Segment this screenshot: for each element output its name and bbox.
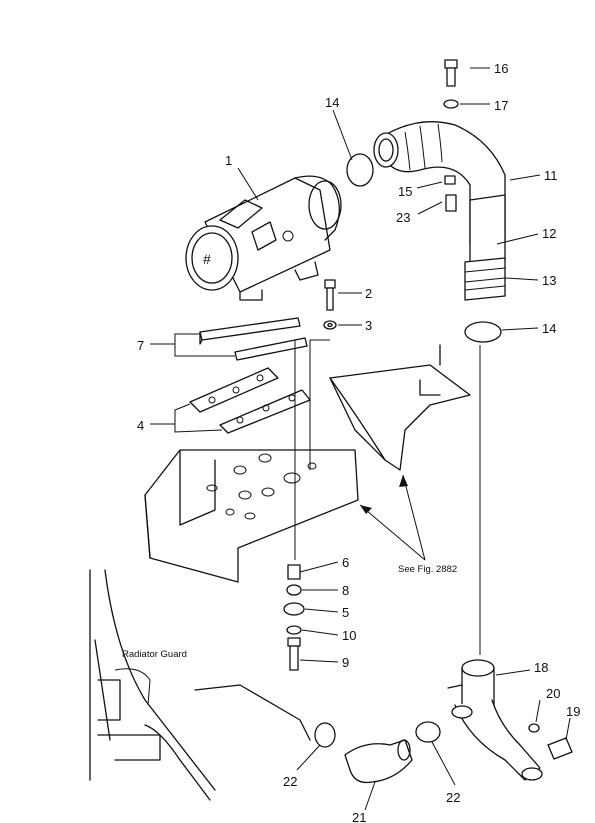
callout-labels: 1 2 3 4 5 6 7 8 9 10 11 12 13 14 14 15 1… <box>137 61 580 823</box>
callout-14-top: 14 <box>325 95 339 110</box>
bolt-16 <box>443 59 459 185</box>
bracket-plate <box>144 449 359 583</box>
radiator-guard <box>89 569 311 801</box>
callout-9: 9 <box>342 655 349 670</box>
shroud <box>329 344 471 471</box>
callout-3: 3 <box>365 318 372 333</box>
leader-lines <box>150 67 571 811</box>
pipe-18 <box>447 659 573 781</box>
elbow-hose <box>373 121 506 301</box>
svg-text:#: # <box>203 251 211 267</box>
assembly-lines <box>294 339 481 655</box>
see-fig-note: See Fig. 2882 <box>398 564 457 575</box>
mount-stack <box>283 564 305 671</box>
callout-23: 23 <box>396 210 410 225</box>
notes: See Fig. 2882 Radiator Guard <box>122 564 457 660</box>
callout-1: 1 <box>225 153 232 168</box>
callout-5: 5 <box>342 605 349 620</box>
strip-pair <box>199 317 308 361</box>
callout-11: 11 <box>544 168 558 183</box>
callout-8: 8 <box>342 583 349 598</box>
clamps-14 <box>346 153 502 343</box>
callout-7: 7 <box>137 338 144 353</box>
callout-12: 12 <box>542 226 556 241</box>
callout-17: 17 <box>494 98 508 113</box>
callout-22-right: 22 <box>446 790 460 805</box>
callout-2: 2 <box>365 286 372 301</box>
callout-22-left: 22 <box>283 774 297 789</box>
callout-13: 13 <box>542 273 556 288</box>
radiator-guard-label: Radiator Guard <box>122 649 187 660</box>
bolt-2 <box>323 279 337 330</box>
plate-pair <box>189 367 311 434</box>
callout-19: 19 <box>566 704 580 719</box>
callout-21: 21 <box>352 810 366 823</box>
callout-4: 4 <box>137 418 144 433</box>
callout-18: 18 <box>534 660 548 675</box>
hose-21 <box>314 721 441 784</box>
callout-10: 10 <box>342 628 356 643</box>
callout-14-right: 14 <box>542 321 556 336</box>
callout-20: 20 <box>546 686 560 701</box>
callout-6: 6 <box>342 555 349 570</box>
callout-16: 16 <box>494 61 508 76</box>
callout-15: 15 <box>398 184 412 199</box>
air-cleaner: # <box>185 175 342 301</box>
